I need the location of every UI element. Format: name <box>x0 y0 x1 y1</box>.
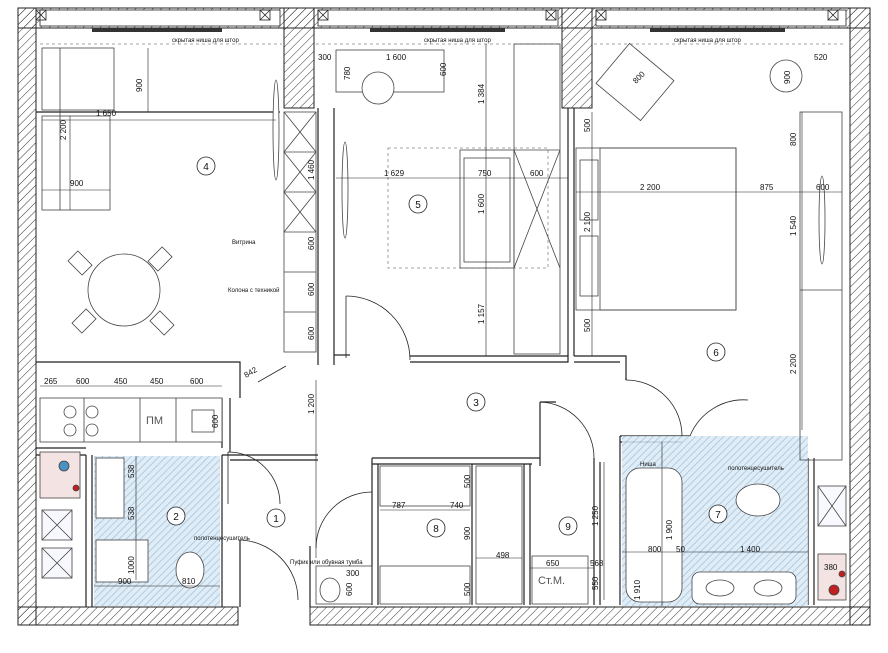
label-stm: Ст.М. <box>538 575 565 587</box>
note-pouf: Пуфик или обувная тумба <box>290 560 363 566</box>
room-9-number: 9 <box>565 522 571 533</box>
dim-650: 650 <box>546 559 560 568</box>
dim-300b: 300 <box>346 569 360 578</box>
dim-300: 300 <box>318 53 332 62</box>
dim-500d: 500 <box>463 582 472 596</box>
dim-740: 740 <box>450 501 464 510</box>
note-niche: Ниша <box>640 462 656 468</box>
window-openings <box>39 9 847 27</box>
dim-600j: 600 <box>345 582 354 596</box>
dim-600c: 600 <box>816 183 830 192</box>
bathroom-2-fixtures <box>39 451 205 589</box>
showcase-column <box>283 111 317 353</box>
dim-500c: 500 <box>463 474 472 488</box>
room-number-labels: 1 2 3 4 5 6 7 8 9 <box>173 162 721 535</box>
dim-2200a: 2 200 <box>59 119 68 140</box>
dim-600f: 600 <box>307 326 316 340</box>
dim-900a: 900 <box>783 70 792 84</box>
dim-1157: 1 157 <box>477 303 486 324</box>
note-showcase: Витрина <box>232 240 256 246</box>
dim-780: 780 <box>343 66 352 80</box>
dim-1910: 1 910 <box>633 579 642 600</box>
dim-50: 50 <box>676 545 685 554</box>
note-curtain-niche-2: скрытая ниша для штор <box>424 38 491 44</box>
dim-450b: 450 <box>150 377 164 386</box>
dim-1460: 1 460 <box>307 159 316 180</box>
dim-875: 875 <box>760 183 774 192</box>
room-2-number: 2 <box>173 512 179 523</box>
dim-1384: 1 384 <box>477 83 486 104</box>
dim-550: 550 <box>591 576 600 590</box>
dim-900c: 900 <box>70 179 84 188</box>
dim-1629: 1 629 <box>384 169 405 178</box>
room-6-number: 6 <box>713 348 719 359</box>
note-towel-shelf-7: полотенцесушитель <box>728 466 784 472</box>
dim-520: 520 <box>814 53 828 62</box>
dim-538b: 538 <box>127 506 136 520</box>
dim-800b: 800 <box>789 132 798 146</box>
dim-1600b: 1 600 <box>477 193 486 214</box>
plan-notes: скрытая ниша для штор скрытая ниша для ш… <box>146 38 784 587</box>
room-7-number: 7 <box>715 510 721 521</box>
dim-265: 265 <box>44 377 58 386</box>
window-radiators <box>92 28 785 32</box>
room-4-number: 4 <box>203 162 209 173</box>
dim-1200: 1 200 <box>307 393 316 414</box>
room-8-number: 8 <box>433 524 439 535</box>
dim-600d: 600 <box>307 236 316 250</box>
dim-500a: 500 <box>583 118 592 132</box>
room-1-number: 1 <box>273 514 279 525</box>
note-column: Колона с техникой <box>228 287 280 294</box>
door-swings <box>227 295 749 601</box>
dim-800c: 800 <box>648 545 662 554</box>
dim-2100: 2 100 <box>583 211 592 232</box>
dim-1540: 1 540 <box>789 215 798 236</box>
dim-2200b: 2 200 <box>640 183 661 192</box>
dim-1250: 1 250 <box>591 505 600 526</box>
room-5-number: 5 <box>415 200 421 211</box>
dim-380: 380 <box>824 563 838 572</box>
dim-600a: 600 <box>439 62 448 76</box>
dim-600e: 600 <box>307 282 316 296</box>
dim-538a: 538 <box>127 464 136 478</box>
dim-568: 568 <box>590 559 604 568</box>
dim-750: 750 <box>478 169 492 178</box>
dim-600g: 600 <box>76 377 90 386</box>
living-furniture <box>41 47 280 336</box>
dim-900b: 900 <box>135 78 144 92</box>
dimension-labels: 300 780 1 600 600 520 900 800 900 1 650 … <box>44 53 838 600</box>
dim-600h: 600 <box>190 377 204 386</box>
structural-columns <box>283 7 593 109</box>
dim-1600: 1 600 <box>386 53 407 62</box>
window-cross-marks <box>35 9 839 21</box>
dim-2200c: 2 200 <box>789 353 798 374</box>
label-pm: ПМ <box>146 415 163 427</box>
dim-500b: 500 <box>583 318 592 332</box>
room-3-number: 3 <box>473 398 479 409</box>
dim-842: 842 <box>243 365 260 380</box>
dim-1650: 1 650 <box>96 109 117 118</box>
note-curtain-niche-1: скрытая ниша для штор <box>172 38 239 44</box>
dim-1400: 1 400 <box>740 545 761 554</box>
dim-600i: 600 <box>211 414 220 428</box>
note-curtain-niche-3: скрытая ниша для штор <box>674 38 741 44</box>
dim-1900: 1 900 <box>665 519 674 540</box>
dim-600b: 600 <box>530 169 544 178</box>
dim-1000: 1000 <box>127 556 136 574</box>
dim-787: 787 <box>392 501 406 510</box>
dim-810: 810 <box>182 577 196 586</box>
dim-900d: 900 <box>118 577 132 586</box>
bedroom-furniture <box>575 42 843 461</box>
room-numbers <box>166 156 728 538</box>
wardrobe-8 <box>315 465 589 605</box>
dim-498: 498 <box>496 551 510 560</box>
kitchen-row <box>39 397 223 443</box>
dim-450a: 450 <box>114 377 128 386</box>
dimension-lines <box>40 44 842 606</box>
dim-900e: 900 <box>463 526 472 540</box>
study-furniture <box>335 43 561 355</box>
note-towel-shelf-2: полотенцесушитель <box>194 536 250 542</box>
bathroom-7-fixtures <box>625 467 847 605</box>
